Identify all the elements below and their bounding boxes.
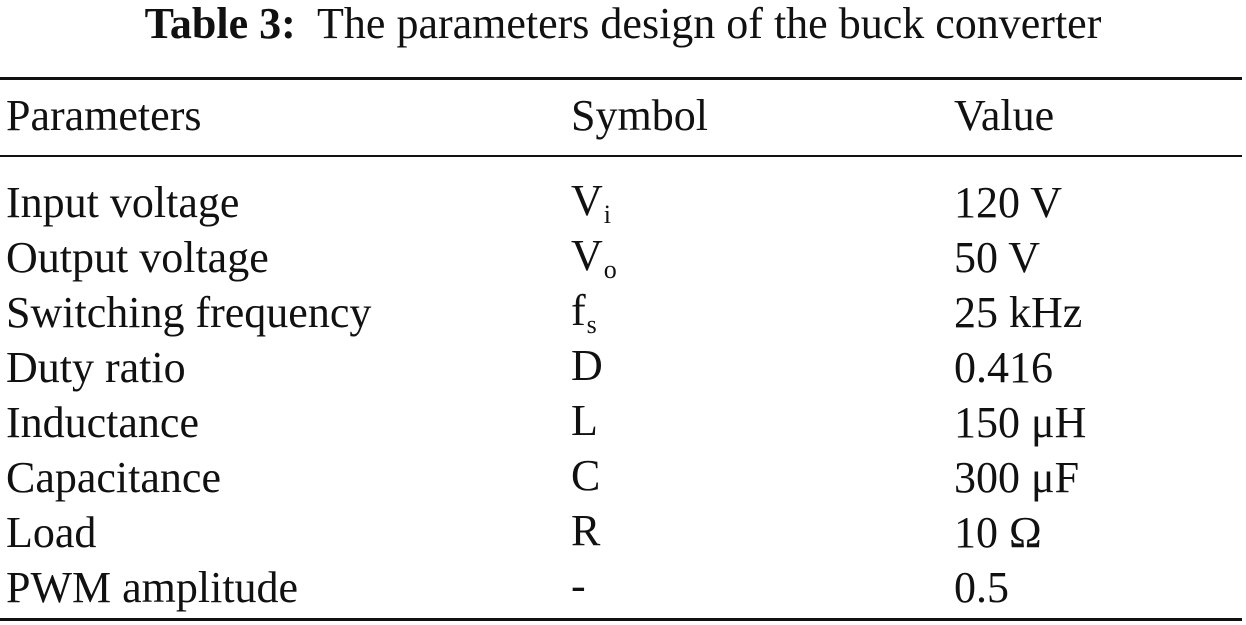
table-row: Inductance L 150 μH [0, 395, 1244, 450]
symbol-subscript: i [603, 200, 612, 229]
symbol-main: f [571, 286, 586, 335]
parameter-cell: Input voltage [6, 178, 240, 227]
value-cell: 10 Ω [954, 508, 1042, 557]
header-parameters: Parameters [6, 90, 202, 140]
symbol-main: C [571, 451, 601, 500]
table-row: Load R 10 Ω [0, 505, 1244, 560]
header-symbol: Symbol [571, 90, 708, 140]
table-top-rule [0, 77, 1242, 80]
header-row: Parameters Symbol Value [0, 86, 1244, 144]
symbol-cell: Vi [571, 175, 954, 230]
parameter-cell: Load [6, 508, 97, 557]
value-cell: 25 kHz [954, 288, 1083, 337]
parameter-cell: Inductance [6, 398, 199, 447]
value-cell: 120 V [954, 178, 1062, 227]
parameter-cell: Switching frequency [6, 288, 372, 337]
value-cell: 50 V [954, 233, 1040, 282]
value-cell: 150 μH [954, 398, 1087, 447]
table-row: Duty ratio D 0.416 [0, 340, 1244, 395]
symbol-main: V [571, 231, 603, 280]
caption-text: The parameters design of the buck conver… [317, 0, 1102, 48]
table-header: Parameters Symbol Value [0, 86, 1244, 144]
symbol-cell: R [571, 505, 954, 560]
parameter-cell: Output voltage [6, 233, 269, 282]
symbol-subscript: o [603, 255, 617, 284]
symbol-main: V [571, 176, 603, 225]
symbol-main: R [571, 506, 601, 555]
symbol-main: L [571, 396, 598, 445]
value-cell: 0.5 [954, 563, 1009, 612]
symbol-main: - [571, 561, 586, 610]
parameter-cell: Duty ratio [6, 343, 186, 392]
table-header-rule [0, 155, 1242, 157]
table-row: Capacitance C 300 μF [0, 450, 1244, 505]
symbol-cell: fs [571, 285, 954, 340]
table-caption: Table 3: The parameters design of the bu… [0, 0, 1246, 48]
parameters-table: Input voltage Vi 120 V Output voltage Vo… [0, 175, 1244, 615]
symbol-subscript: s [586, 310, 597, 339]
caption-label: Table 3: [144, 0, 296, 48]
table-row: Input voltage Vi 120 V [0, 175, 1244, 230]
header-value: Value [954, 90, 1055, 140]
parameter-cell: Capacitance [6, 453, 221, 502]
symbol-cell: D [571, 340, 954, 395]
value-cell: 0.416 [954, 343, 1053, 392]
parameter-cell: PWM amplitude [6, 563, 299, 612]
symbol-cell: - [571, 560, 954, 615]
symbol-cell: Vo [571, 230, 954, 285]
table-bottom-rule [0, 618, 1242, 621]
table-row: Switching frequency fs 25 kHz [0, 285, 1244, 340]
table-row: PWM amplitude - 0.5 [0, 560, 1244, 615]
value-cell: 300 μF [954, 453, 1080, 502]
symbol-cell: L [571, 395, 954, 450]
symbol-cell: C [571, 450, 954, 505]
symbol-main: D [571, 341, 603, 390]
table-row: Output voltage Vo 50 V [0, 230, 1244, 285]
